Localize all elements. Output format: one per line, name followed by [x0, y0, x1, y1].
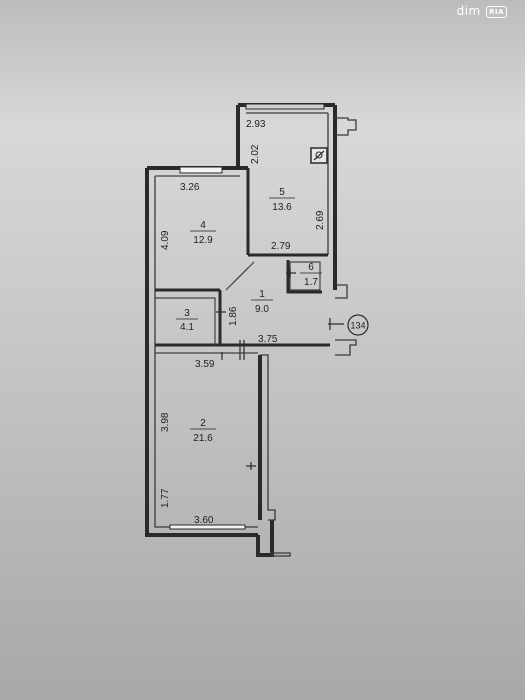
room-4-area: 12.9 — [193, 235, 213, 246]
dimension-labels: 2.93 2.02 2.69 2.79 3.26 4.09 1.86 3.75 … — [160, 119, 326, 526]
dim-r2-lower-left: 1.77 — [160, 488, 171, 508]
interior-thin-walls — [155, 175, 321, 354]
dim-r5-right: 2.69 — [315, 210, 326, 230]
watermark-text: dim — [456, 4, 481, 18]
room-1-area: 9.0 — [255, 304, 269, 315]
marker-badge: 134 — [347, 314, 369, 336]
room-6-area: 1.7 — [304, 277, 318, 288]
dim-hall-bottom: 3.75 — [258, 334, 278, 345]
door-marks — [216, 268, 344, 470]
outer-walls — [145, 103, 337, 557]
dim-r5-left: 2.02 — [250, 144, 261, 164]
room-3-area: 4.1 — [180, 322, 194, 333]
room-2-area: 21.6 — [193, 433, 213, 444]
dim-r2-top: 3.59 — [195, 359, 215, 370]
room-2-number: 2 — [200, 418, 206, 429]
dim-r2-bottom: 3.60 — [194, 515, 214, 526]
outer-thin-lines — [154, 112, 357, 557]
windows — [169, 103, 325, 530]
room-3-number: 3 — [184, 308, 190, 319]
dim-r4-top: 3.26 — [180, 182, 200, 193]
room-5-number: 5 — [279, 187, 285, 198]
dim-r2-left: 3.98 — [160, 412, 171, 432]
watermark-badge: RIA — [486, 5, 507, 18]
marker-number: 134 — [350, 321, 365, 331]
room-5-area: 13.6 — [272, 202, 292, 213]
dim-r3-right: 1.86 — [228, 306, 239, 326]
dim-r5-bottom: 2.79 — [271, 241, 291, 252]
room-4-number: 4 — [200, 220, 206, 231]
dim-r4-left: 4.09 — [160, 230, 171, 250]
room-6-number: 6 — [308, 262, 314, 273]
room-labels: 1 9.0 2 21.6 3 4.1 4 12.9 5 13.6 6 1.7 — [176, 187, 322, 444]
interior-walls — [155, 168, 330, 347]
dim-r5-top: 2.93 — [246, 119, 266, 130]
watermark: dim RIA — [457, 4, 507, 18]
room-1-number: 1 — [259, 289, 265, 300]
bath-fixture — [310, 147, 328, 164]
